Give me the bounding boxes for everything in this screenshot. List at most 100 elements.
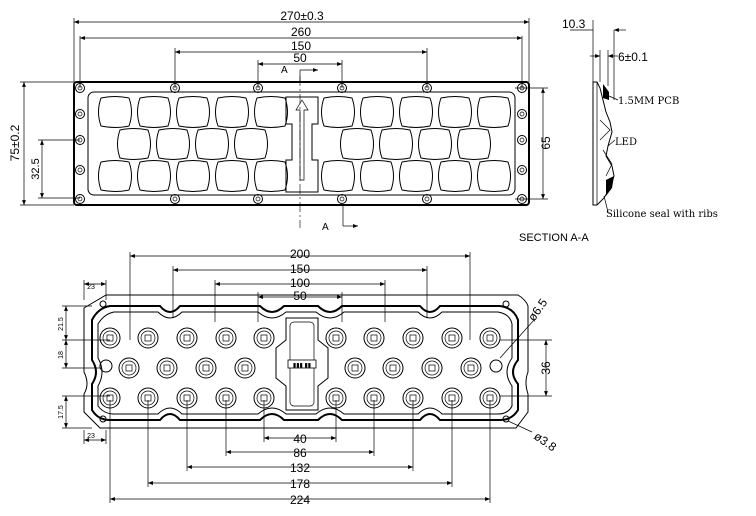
dim-150: 150	[291, 39, 311, 53]
top-mounting-hole	[75, 165, 85, 175]
top-center-channel	[285, 96, 319, 193]
bottom-connector-text: ▮▮▮ ▮▮	[293, 363, 311, 369]
bottom-led	[234, 357, 256, 379]
top-lens-cell	[137, 96, 171, 128]
top-board-inner-outline	[87, 91, 516, 196]
dim-270: 270±0.3	[280, 9, 324, 23]
top-mounting-hole	[170, 194, 180, 204]
bottom-led	[99, 327, 121, 349]
top-view: 270±0.3 260 150 50 A A 75±0.2 3	[8, 9, 553, 233]
dim-b-224: 224	[290, 493, 310, 507]
bottom-hole-right	[489, 359, 503, 373]
dim-b-40: 40	[293, 432, 307, 446]
dim-b-150: 150	[290, 262, 310, 276]
top-lens-cell	[98, 160, 132, 192]
top-lens-cell	[137, 160, 171, 192]
dim-32-5: 32.5	[30, 158, 42, 179]
top-lens-cell	[457, 128, 491, 160]
dim-b-23-bottom: 23	[87, 433, 95, 440]
top-mounting-hole	[75, 194, 85, 204]
bottom-led	[325, 327, 347, 349]
top-mounting-hole	[517, 165, 527, 175]
dim-b-178: 178	[290, 477, 310, 491]
section-title: SECTION A-A	[519, 232, 589, 244]
dim-260: 260	[291, 25, 311, 39]
top-lens-cell	[360, 96, 394, 128]
dim-6: 6±0.1	[618, 50, 648, 64]
bottom-center-connector	[275, 317, 329, 411]
section-marker-bottom: A	[322, 222, 329, 233]
dim-b-86: 86	[293, 446, 307, 460]
bottom-led	[215, 327, 237, 349]
top-mounting-hole	[517, 135, 527, 145]
dim-b-17-5: 17.5	[58, 405, 65, 419]
top-mounting-hole	[75, 109, 85, 119]
dim-b-18: 18	[58, 351, 65, 359]
top-mounting-hole	[337, 194, 347, 204]
bottom-led	[460, 357, 482, 379]
top-lens-cell	[477, 96, 511, 128]
bottom-led	[402, 327, 424, 349]
bottom-led	[176, 327, 198, 349]
top-mounting-hole	[253, 194, 263, 204]
dim-10-3: 10.3	[562, 17, 586, 31]
dim-b-200: 200	[290, 247, 310, 261]
top-lens-cell	[195, 128, 229, 160]
label-seal: Silicone seal with ribs	[606, 209, 718, 220]
top-mounting-hole	[422, 194, 432, 204]
dim-b-hole-65: ø6.5	[525, 296, 550, 324]
top-lens-cell	[399, 96, 433, 128]
bottom-connector-mark	[287, 359, 317, 369]
dim-75: 75±0.2	[8, 124, 22, 161]
bottom-led	[195, 357, 217, 379]
section-marker-top: A	[281, 65, 288, 76]
section-view: 10.3 6±0.1 1.5MM PCB LED Silicone seal w…	[519, 17, 718, 244]
top-lens-cell	[215, 160, 249, 192]
top-lens-cell	[234, 128, 268, 160]
top-mounting-hole	[517, 109, 527, 119]
bottom-hole-left	[99, 359, 113, 373]
dim-b-23-top: 23	[87, 284, 95, 291]
dim-b-36: 36	[539, 361, 553, 375]
dim-b-hole-38: ø3.8	[531, 429, 559, 454]
top-lens-cell	[321, 160, 355, 192]
label-pcb: 1.5MM PCB	[618, 96, 679, 107]
bottom-led	[382, 357, 404, 379]
top-lens-cell	[215, 96, 249, 128]
top-lens-cell	[176, 160, 210, 192]
top-lens-cell	[176, 96, 210, 128]
bottom-led	[479, 327, 501, 349]
top-lens-cell	[438, 160, 472, 192]
label-led: LED	[615, 137, 637, 148]
top-lens-cell	[156, 128, 190, 160]
top-lens-array	[98, 96, 511, 192]
top-lens-cell	[340, 128, 374, 160]
bottom-view: ▮▮▮ ▮▮ 200 150 100 50 40	[58, 247, 559, 507]
top-lens-cell	[117, 128, 151, 160]
dim-65: 65	[539, 136, 553, 150]
dim-b-100: 100	[290, 276, 310, 290]
top-lens-cell	[254, 96, 288, 128]
bottom-led	[363, 327, 385, 349]
section-pcb-layer	[603, 84, 609, 100]
bottom-gasket	[91, 305, 519, 421]
top-lens-cell	[254, 160, 288, 192]
dim-b-21-5: 21.5	[58, 317, 65, 331]
dim-50: 50	[293, 51, 307, 65]
dim-b-50: 50	[293, 289, 307, 303]
top-mounting-holes	[75, 83, 527, 204]
top-lens-cell	[438, 96, 472, 128]
top-lens-cell	[477, 160, 511, 192]
top-lens-cell	[321, 96, 355, 128]
top-lens-cell	[379, 128, 413, 160]
top-lens-cell	[98, 96, 132, 128]
bottom-led	[441, 327, 463, 349]
bottom-board-outline	[83, 294, 529, 429]
top-lens-cell	[418, 128, 452, 160]
bottom-led	[421, 357, 443, 379]
top-board-outline	[73, 81, 530, 206]
dim-b-132: 132	[290, 461, 310, 475]
bottom-led	[253, 327, 275, 349]
top-lens-cell	[399, 160, 433, 192]
